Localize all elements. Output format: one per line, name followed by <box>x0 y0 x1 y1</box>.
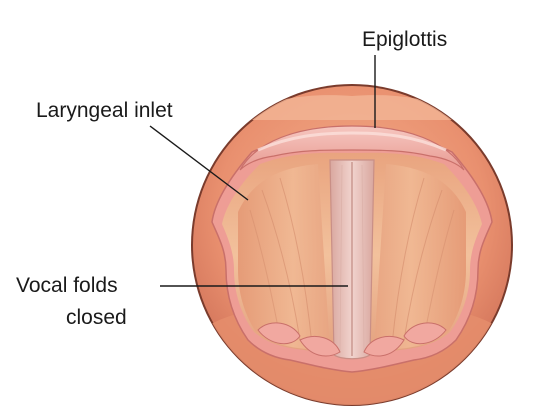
left-laryngeal-wall <box>238 164 330 350</box>
vocal-folds-label-line1: Vocal folds <box>16 274 118 297</box>
vocal-folds <box>329 159 375 360</box>
laryngeal-inlet-leader-line <box>149 125 249 201</box>
right-laryngeal-wall <box>374 164 466 350</box>
arytenoid-bumps <box>257 322 447 357</box>
laryngeal-inlet-label: Laryngeal inlet <box>36 99 173 122</box>
vocal-folds-label-line2: closed <box>66 306 127 329</box>
epiglottis-label: Epiglottis <box>362 28 447 51</box>
